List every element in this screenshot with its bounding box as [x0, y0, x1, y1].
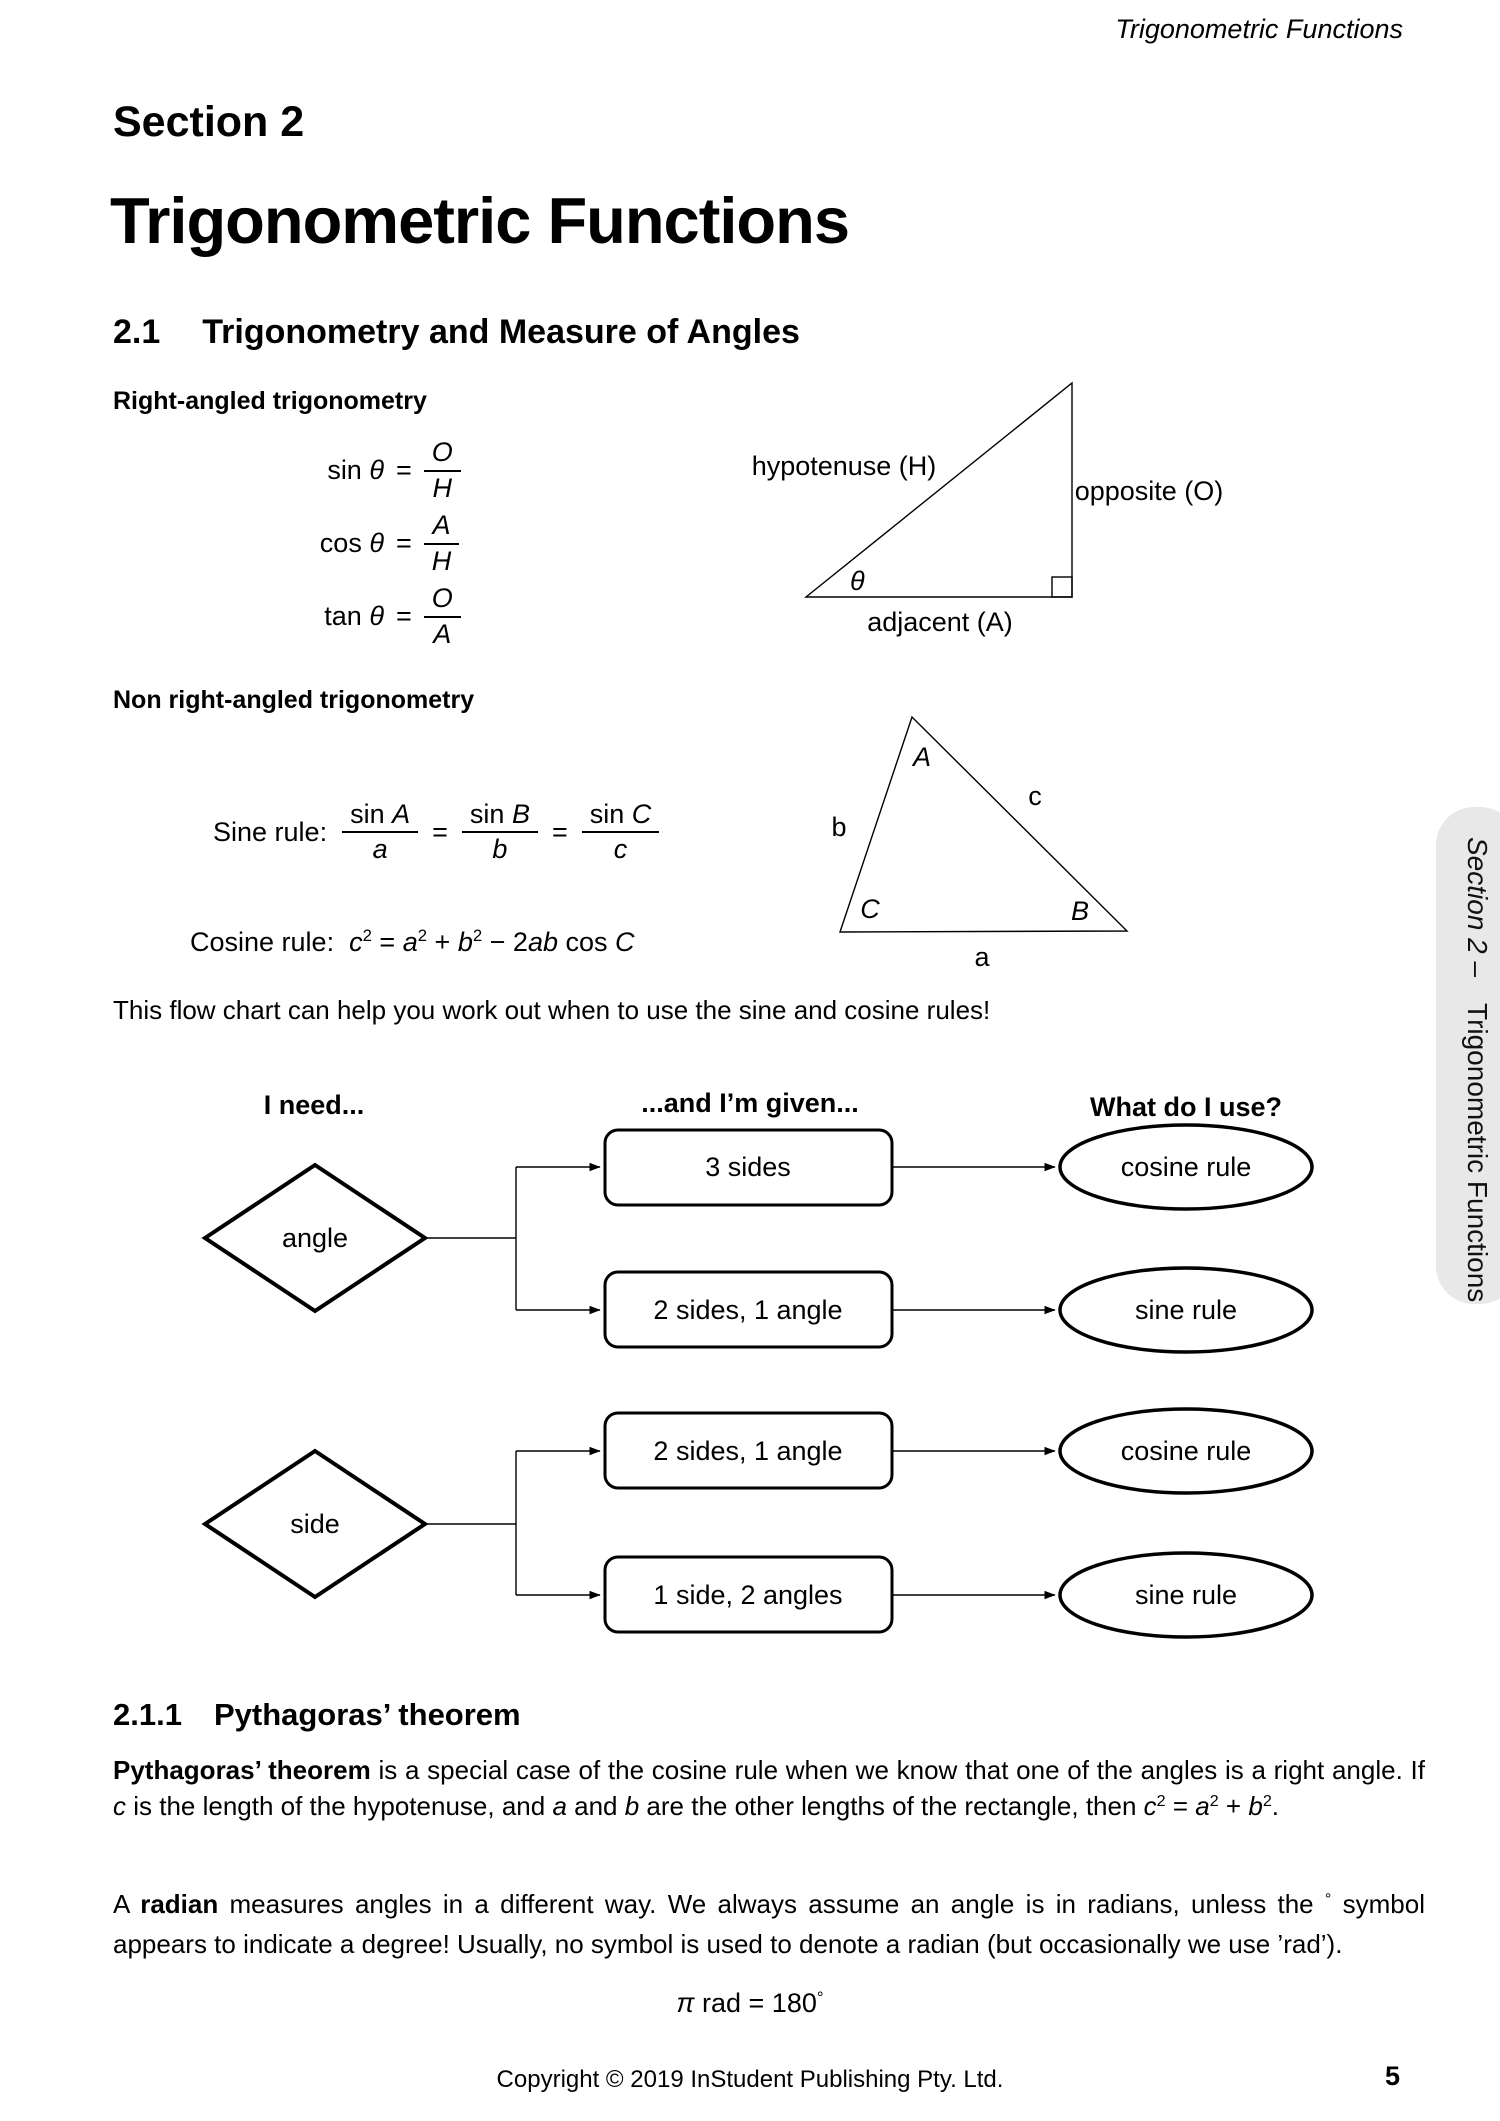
decision-angle-label: angle — [282, 1223, 348, 1253]
given-box-1-side-2-angles-label: 1 side, 2 angles — [653, 1580, 842, 1610]
pythagoras-paragraph: Pythagoras’ theorem is a special case of… — [113, 1755, 1425, 1821]
flowchart: I need... ...and I’m given... What do I … — [201, 1088, 1314, 1639]
column-header-need: I need... — [264, 1090, 365, 1120]
adjacent-label: adjacent (A) — [867, 607, 1013, 637]
sine-fraction-b: sin B b — [461, 799, 538, 865]
subsection-title: Trigonometry and Measure of Angles — [202, 313, 800, 351]
pythagoras-heading-number: 2.1.1 — [113, 1697, 182, 1732]
column-header-use: What do I use? — [1090, 1092, 1282, 1122]
given-box-3-sides — [603, 1128, 894, 1207]
right-triangle-outline — [804, 381, 1073, 598]
tan-formula: tan θ = O A — [284, 580, 461, 653]
equals-sign: = — [396, 455, 412, 485]
use-ellipse-cosine-2-label: cosine rule — [1121, 1436, 1252, 1466]
side-tab-section-part: Section 2 – — [1462, 837, 1493, 978]
use-ellipse-cosine-1 — [1058, 1123, 1314, 1211]
cos-formula: cos θ = A H — [284, 507, 461, 580]
oblique-triangle-outline — [839, 715, 1129, 933]
running-header: Trigonometric Functions — [1115, 14, 1403, 44]
oblique-triangle-diagram: A c b C B a — [831, 715, 1129, 972]
column-header-given: ...and I’m given... — [641, 1088, 859, 1118]
sin-label: sin θ — [327, 455, 384, 485]
cosine-rule-label: Cosine rule: — [190, 926, 335, 957]
use-ellipse-cosine-2 — [1058, 1407, 1314, 1495]
decision-side — [201, 1448, 429, 1600]
cos-fraction: A H — [423, 510, 460, 576]
given-box-2-sides-1-angle-label: 2 sides, 1 angle — [653, 1295, 842, 1325]
radian-paragraph: A radian measures angles in a different … — [113, 1889, 1425, 1959]
right-angle-marker — [1051, 576, 1073, 598]
side-c-label: c — [1028, 781, 1042, 811]
tan-fraction: O A — [423, 583, 461, 649]
equals-sign: = — [396, 601, 412, 631]
side-tab-title-part: Trigonometric Functions — [1462, 1002, 1493, 1303]
given-box-2-sides-1-angle-b-label: 2 sides, 1 angle — [653, 1436, 842, 1466]
angle-A-label: A — [911, 742, 931, 772]
sin-fraction: O H — [423, 437, 461, 503]
use-ellipse-cosine-1-label: cosine rule — [1121, 1152, 1252, 1182]
angle-C-label: C — [860, 894, 880, 924]
pi-rad-formula: π rad = 180° — [676, 1987, 824, 2018]
given-box-2-sides-1-angle — [603, 1270, 894, 1349]
trig-ratio-formulas: sin θ = O H cos θ = A H tan θ = O A — [284, 434, 461, 653]
tan-label: tan θ — [324, 601, 384, 631]
sine-fraction-a: sin A a — [342, 799, 419, 865]
side-a-label: a — [974, 942, 990, 972]
pythagoras-heading: 2.1.1 Pythagoras’ theorem — [113, 1697, 521, 1733]
theta-label: θ — [850, 566, 865, 596]
use-ellipse-sine-1 — [1058, 1266, 1314, 1354]
opposite-label: opposite (O) — [1075, 476, 1224, 506]
page-title: Trigonometric Functions — [110, 184, 850, 257]
hypotenuse-label: hypotenuse (H) — [752, 451, 937, 481]
decision-angle — [201, 1162, 429, 1314]
section-side-tab: Section 2 – Trigonometric Functions — [1436, 807, 1500, 1304]
side-b-label: b — [831, 812, 846, 842]
given-box-2-sides-1-angle-b — [603, 1411, 894, 1490]
section-side-tab-text: Section 2 – Trigonometric Functions — [1461, 807, 1493, 1304]
cos-label: cos θ — [319, 528, 384, 558]
page-number: 5 — [1384, 2061, 1400, 2091]
copyright-footer: Copyright © 2019 InStudent Publishing Pt… — [496, 2066, 1004, 2093]
cosine-rule-expression: c2 = a2 + b2 − 2ab cos C — [349, 926, 635, 957]
subsection-number: 2.1 — [113, 313, 161, 351]
cosine-rule-formula: Cosine rule: c2 = a2 + b2 − 2ab cos C — [190, 920, 635, 964]
use-ellipse-sine-2-label: sine rule — [1135, 1580, 1237, 1610]
sine-rule-formula: Sine rule: sin A a = sin B b = sin C c — [213, 799, 660, 865]
subsection-heading: 2.1 Trigonometry and Measure of Angles — [113, 313, 800, 352]
flowchart-intro: This flow chart can help you work out wh… — [113, 995, 991, 1025]
right-angled-heading: Right-angled trigonometry — [113, 387, 427, 415]
sine-fraction-c: sin C c — [581, 799, 660, 865]
angle-B-label: B — [1071, 896, 1089, 926]
sin-formula: sin θ = O H — [284, 434, 461, 507]
non-right-angled-heading: Non right-angled trigonometry — [113, 686, 475, 714]
pythagoras-heading-title: Pythagoras’ theorem — [213, 1697, 521, 1732]
equals-sign: = — [551, 816, 568, 847]
decision-side-label: side — [290, 1509, 340, 1539]
given-box-3-sides-label: 3 sides — [705, 1152, 791, 1182]
right-triangle-diagram: hypotenuse (H) opposite (O) adjacent (A)… — [752, 381, 1224, 637]
section-kicker: Section 2 — [113, 98, 305, 146]
equals-sign: = — [432, 816, 448, 847]
given-box-1-side-2-angles — [603, 1555, 894, 1634]
sine-rule-label: Sine rule: — [213, 816, 328, 847]
equals-sign: = — [396, 528, 412, 558]
use-ellipse-sine-2 — [1058, 1551, 1314, 1639]
use-ellipse-sine-1-label: sine rule — [1135, 1295, 1237, 1325]
